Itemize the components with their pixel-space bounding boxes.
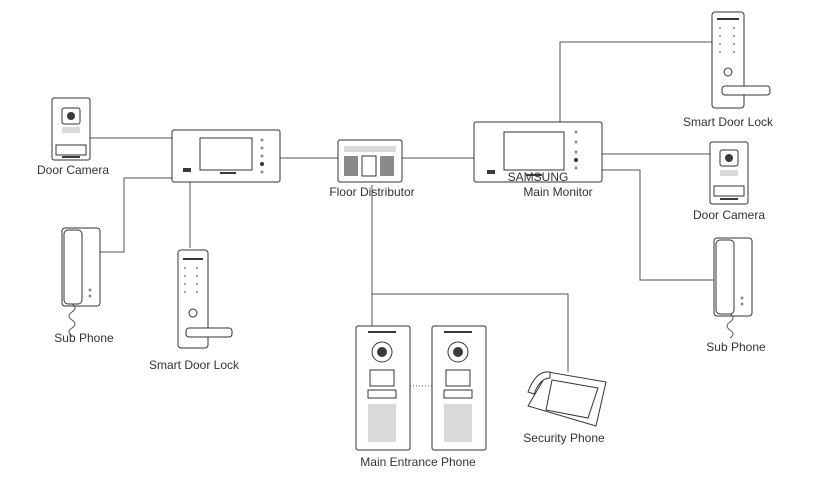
label-sub-phone-left: Sub Phone xyxy=(54,331,114,345)
label-sub-phone-right: Sub Phone xyxy=(706,340,766,354)
label-floor-distributor: Floor Distributor xyxy=(329,185,414,199)
label-smart-door-lock-right: Smart Door Lock xyxy=(683,115,774,129)
floor-distributor xyxy=(337,139,403,183)
brand-marks: SAMSUNG xyxy=(508,170,569,184)
label-smart-door-lock-left: Smart Door Lock xyxy=(149,358,240,372)
security-phone xyxy=(527,371,607,427)
label-main-monitor: Main Monitor xyxy=(523,185,592,199)
main-entrance-phone-2 xyxy=(431,325,487,451)
door-camera-right xyxy=(709,141,749,205)
smart-door-lock-left xyxy=(177,249,233,349)
sub-phone-right xyxy=(713,237,753,339)
label-door-camera-right: Door Camera xyxy=(693,208,765,222)
sub-phone-left xyxy=(61,227,101,337)
main-entrance-phone-1 xyxy=(355,325,411,451)
smart-door-lock-right xyxy=(711,11,771,109)
label-security-phone: Security Phone xyxy=(523,431,605,445)
door-camera-left xyxy=(51,97,91,161)
label-door-camera-left: Door Camera xyxy=(37,163,109,177)
label-main-entrance-phone: Main Entrance Phone xyxy=(360,455,476,469)
left-monitor xyxy=(171,129,281,183)
labels: Door Camera Sub Phone Smart Door Lock Fl… xyxy=(37,115,774,469)
connection-lines xyxy=(90,41,715,387)
brand-mark-main-monitor: SAMSUNG xyxy=(508,170,569,184)
main-monitor xyxy=(473,121,603,183)
